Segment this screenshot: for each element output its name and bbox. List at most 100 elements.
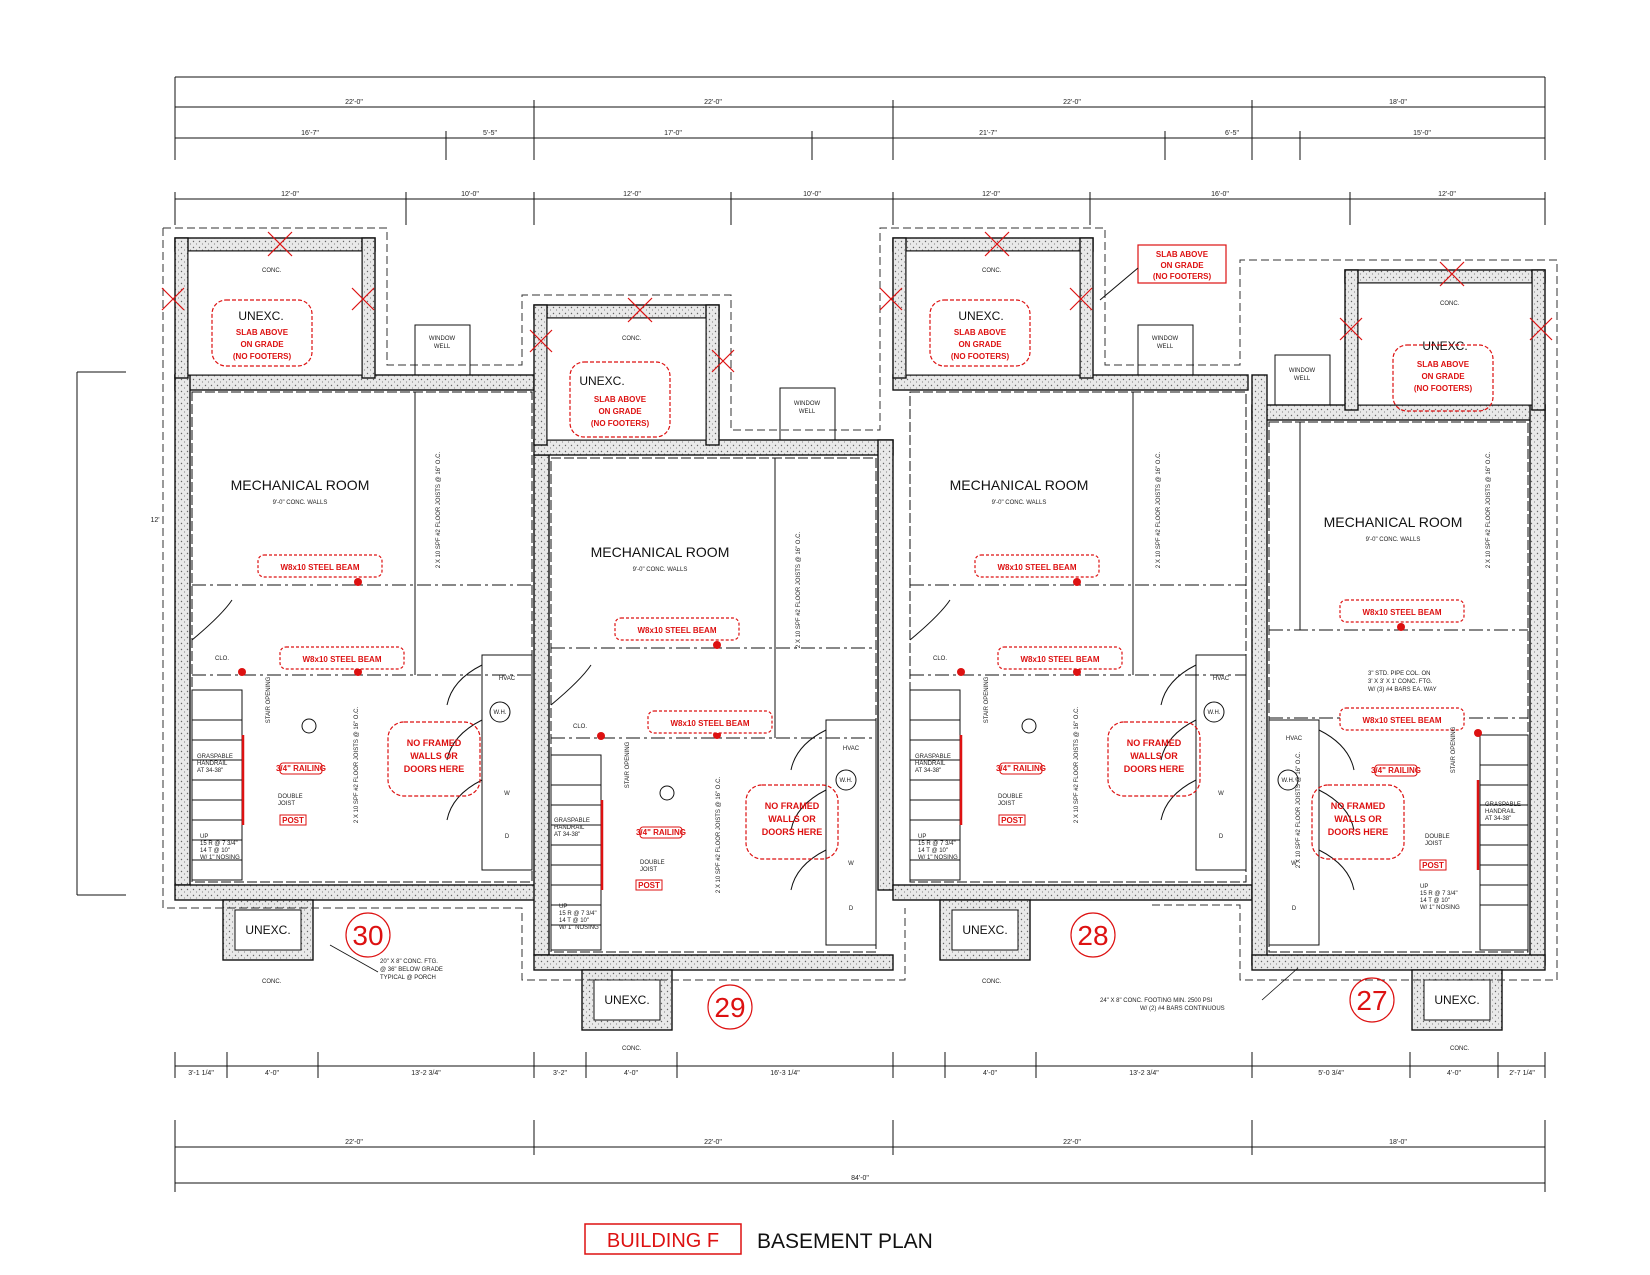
window-well-label: WELL bbox=[799, 409, 816, 415]
dryer-label: D bbox=[849, 906, 854, 912]
bottom-dim-2-1: 22'-0" bbox=[345, 1139, 363, 1146]
top-dim-3-3: 12'-0" bbox=[623, 191, 641, 198]
handrail-note: AT 34-38" bbox=[915, 768, 941, 774]
top-dim-1-4: 18'-0" bbox=[1389, 99, 1407, 106]
wall-note: 9'-0" CONC. WALLS bbox=[633, 567, 688, 573]
porch-footing-note: TYPICAL @ PORCH bbox=[380, 975, 436, 981]
unit-27: MECHANICAL ROOM 9'-0" CONC. WALLS UNEXC.… bbox=[1324, 339, 1480, 1023]
window-well-label: WINDOW bbox=[794, 401, 821, 407]
stair-opening-label: STAIR OPENING bbox=[1451, 726, 1457, 773]
unexc-label: UNEXC. bbox=[1422, 339, 1467, 353]
room-label: MECHANICAL ROOM bbox=[231, 477, 370, 493]
slab-note-line2: ON GRADE bbox=[598, 407, 642, 416]
top-dim-1-2: 22'-0" bbox=[704, 99, 722, 106]
double-joist-note: DOUBLE bbox=[1425, 834, 1450, 840]
no-framed-line3: DOORS HERE bbox=[404, 764, 465, 774]
slab-note-line1: SLAB ABOVE bbox=[236, 328, 289, 337]
bottom-dim-1-2: 4'-0" bbox=[265, 1070, 279, 1077]
top-dim-2-3: 17'-0" bbox=[664, 130, 682, 137]
top-dim-3-5: 12'-0" bbox=[982, 191, 1000, 198]
joist-label: 2 X 10 SPF #2 FLOOR JOISTS @ 16" O.C. bbox=[1296, 752, 1302, 869]
top-dim-2-2: 5'-5" bbox=[483, 130, 497, 137]
handrail-note: GRASPABLE bbox=[197, 754, 233, 760]
bottom-dim-1-10: 4'-0" bbox=[1447, 1070, 1461, 1077]
stair-up-note: W/ 1" NOSING bbox=[918, 855, 958, 861]
post-tag: POST bbox=[1001, 816, 1023, 825]
slab-note-line2: ON GRADE bbox=[1421, 372, 1465, 381]
plan-title: BASEMENT PLAN bbox=[757, 1230, 933, 1253]
top-dim-2-5: 6'-5" bbox=[1225, 130, 1239, 137]
double-joist-note: JOIST bbox=[998, 801, 1015, 807]
handrail-note: HANDRAIL bbox=[915, 761, 946, 767]
slab-note-line2: ON GRADE bbox=[958, 340, 1002, 349]
joist-label: 2 X 10 SPF #2 FLOOR JOISTS @ 16" O.C. bbox=[1156, 452, 1162, 569]
hvac-label: HVAC bbox=[499, 676, 516, 682]
no-framed-line2: WALLS OR bbox=[1334, 814, 1382, 824]
window-well-label: WELL bbox=[1157, 344, 1174, 350]
double-joist-note: JOIST bbox=[640, 867, 657, 873]
dryer-label: D bbox=[505, 834, 510, 840]
washer-label: W bbox=[1218, 791, 1224, 797]
bottom-dim-1-8: 13'-2 3/4" bbox=[1129, 1070, 1159, 1077]
no-framed-line2: WALLS OR bbox=[1130, 751, 1178, 761]
rail-tag: 3/4" RAILING bbox=[1371, 766, 1421, 775]
top-dim-2-4: 21'-7" bbox=[979, 130, 997, 137]
handrail-note: AT 34-38" bbox=[554, 832, 580, 838]
top-dim-2-1: 16'-7" bbox=[301, 130, 319, 137]
dryer-label: D bbox=[1292, 906, 1297, 912]
porch-footing-note: @ 36" BELOW GRADE bbox=[380, 967, 443, 973]
top-dimensions bbox=[174, 76, 1546, 225]
double-joist-note: DOUBLE bbox=[640, 860, 665, 866]
top-dimension-labels: 22'-0" 22'-0" 22'-0" 18'-0" 16'-7" 5'-5"… bbox=[281, 99, 1456, 198]
unexc-label: UNEXC. bbox=[238, 309, 283, 323]
no-framed-line1: NO FRAMED bbox=[1127, 738, 1182, 748]
double-joist-note: JOIST bbox=[1425, 841, 1442, 847]
bottom-dim-1-7: 4'-0" bbox=[983, 1070, 997, 1077]
slab-note-line2: ON GRADE bbox=[240, 340, 284, 349]
conc-label: CONC. bbox=[622, 336, 642, 342]
slab-note-line3: (NO FOOTERS) bbox=[591, 419, 650, 428]
cont-footing-note: W/ (2) #4 BARS CONTINUOUS bbox=[1140, 1006, 1225, 1012]
washer-label: W bbox=[1291, 861, 1297, 867]
porch-footing-note: 20" X 8" CONC. FTG. bbox=[380, 959, 438, 965]
beam-label: W8x10 STEEL BEAM bbox=[998, 563, 1077, 572]
unit-number: 28 bbox=[1077, 920, 1108, 951]
wall-note: 9'-0" CONC. WALLS bbox=[992, 500, 1047, 506]
bottom-dim-1-5: 4'-0" bbox=[624, 1070, 638, 1077]
top-dim-3-1: 12'-0" bbox=[281, 191, 299, 198]
post-tag: POST bbox=[1422, 861, 1444, 870]
stair-up-note: W/ 1" NOSING bbox=[559, 925, 599, 931]
handrail-note: HANDRAIL bbox=[554, 825, 585, 831]
slab-note-line1: SLAB ABOVE bbox=[1156, 250, 1209, 259]
conc-label: CONC. bbox=[622, 1046, 642, 1052]
conc-label: CONC. bbox=[1440, 301, 1460, 307]
unexc-label: UNEXC. bbox=[958, 309, 1003, 323]
room-label: MECHANICAL ROOM bbox=[591, 544, 730, 560]
handrail-note: HANDRAIL bbox=[1485, 809, 1516, 815]
bottom-dim-1-3: 13'-2 3/4" bbox=[411, 1070, 441, 1077]
stair-opening-label: STAIR OPENING bbox=[625, 741, 631, 788]
stair-up-note: 15 R @ 7 3/4" bbox=[918, 841, 956, 847]
porch-unexc-label: UNEXC. bbox=[962, 923, 1007, 937]
stair-up-note: 15 R @ 7 3/4" bbox=[200, 841, 238, 847]
window-well-label: WINDOW bbox=[1152, 336, 1179, 342]
bottom-dim-1-6: 16'-3 1/4" bbox=[770, 1070, 800, 1077]
rail-tag: 3/4" RAILING bbox=[996, 764, 1046, 773]
slab-note-line1: SLAB ABOVE bbox=[954, 328, 1007, 337]
handrail-note: GRASPABLE bbox=[1485, 802, 1521, 808]
handrail-note: AT 34-38" bbox=[197, 768, 223, 774]
room-label: MECHANICAL ROOM bbox=[950, 477, 1089, 493]
slab-note-line3: (NO FOOTERS) bbox=[233, 352, 292, 361]
stair-up-note: 15 R @ 7 3/4" bbox=[1420, 891, 1458, 897]
slab-note-line1: SLAB ABOVE bbox=[1417, 360, 1470, 369]
bottom-dim-2-4: 18'-0" bbox=[1389, 1139, 1407, 1146]
beam-label: W8x10 STEEL BEAM bbox=[303, 655, 382, 664]
no-framed-line2: WALLS OR bbox=[768, 814, 816, 824]
bottom-dim-1-4: 3'-2" bbox=[553, 1070, 567, 1077]
stair-up-note: UP bbox=[559, 904, 567, 910]
pipe-column-note: 3" STD. PIPE COL. ON bbox=[1368, 671, 1430, 677]
beam-label: W8x10 STEEL BEAM bbox=[1021, 655, 1100, 664]
double-joist-note: DOUBLE bbox=[998, 794, 1023, 800]
conc-label: CONC. bbox=[262, 268, 282, 274]
